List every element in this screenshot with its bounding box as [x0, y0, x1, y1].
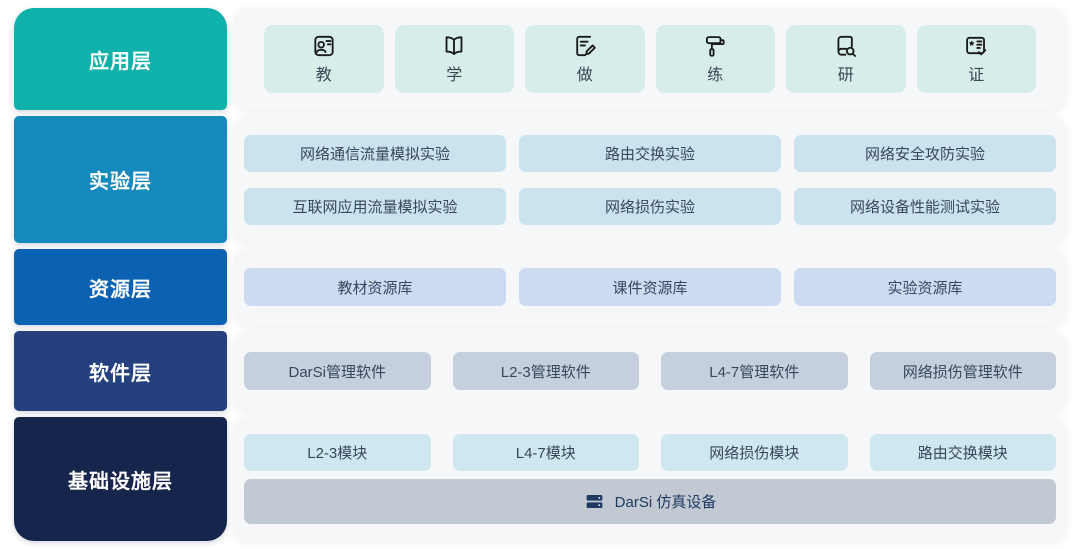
software-card: L4-7管理软件 — [661, 352, 848, 390]
software-layer-section: DarSi管理软件 L2-3管理软件 L4-7管理软件 网络损伤管理软件 — [234, 331, 1066, 411]
experiment-card: 网络安全攻防实验 — [794, 134, 1056, 172]
layer-label-application: 应用层 — [14, 8, 227, 110]
experiment-row-2: 互联网应用流量模拟实验 网络损伤实验 网络设备性能测试实验 — [244, 187, 1056, 225]
server-icon — [586, 495, 603, 508]
module-card: L4-7模块 — [452, 434, 639, 471]
open-book-icon — [445, 36, 463, 55]
layer-label-experiment: 实验层 — [14, 116, 227, 243]
app-card-do: 做 — [525, 25, 645, 93]
layer-content-stack: 教 学 做 — [234, 8, 1066, 541]
software-card: L2-3管理软件 — [452, 352, 639, 390]
certificate-check-icon — [966, 36, 987, 56]
app-card-label: 证 — [968, 67, 985, 84]
infrastructure-module-row: L2-3模块 L4-7模块 网络损伤模块 路由交换模块 — [244, 434, 1056, 471]
software-card: DarSi管理软件 — [244, 352, 431, 390]
paint-roller-icon — [706, 36, 725, 57]
experiment-card: 网络损伤实验 — [519, 187, 781, 225]
software-row: DarSi管理软件 L2-3管理软件 L4-7管理软件 网络损伤管理软件 — [244, 352, 1056, 390]
experiment-card: 互联网应用流量模拟实验 — [244, 187, 506, 225]
layer-label-rail: 应用层 实验层 资源层 软件层 基础设施层 — [14, 8, 227, 541]
resource-row: 教材资源库 课件资源库 实验资源库 — [244, 268, 1056, 306]
infrastructure-layer-section: L2-3模块 L4-7模块 网络损伤模块 路由交换模块 DarSi 仿真设备 — [234, 417, 1066, 541]
resource-layer-section: 教材资源库 课件资源库 实验资源库 — [234, 249, 1066, 325]
app-card-label: 做 — [576, 67, 593, 84]
app-card-learn: 学 — [394, 25, 514, 93]
app-card-practice: 练 — [655, 25, 775, 93]
app-card-teach: 教 — [264, 25, 384, 93]
edit-document-icon — [576, 35, 596, 57]
app-card-label: 练 — [707, 67, 724, 84]
experiment-card: 路由交换实验 — [519, 134, 781, 172]
layer-label-infrastructure: 基础设施层 — [14, 417, 227, 541]
layer-label-resource: 资源层 — [14, 249, 227, 325]
experiment-row-1: 网络通信流量模拟实验 路由交换实验 网络安全攻防实验 — [244, 134, 1056, 172]
simulation-device-bar: DarSi 仿真设备 — [244, 479, 1056, 524]
resource-card: 教材资源库 — [244, 268, 506, 306]
resource-card: 实验资源库 — [794, 268, 1056, 306]
application-layer-section: 教 学 做 — [234, 8, 1066, 110]
book-search-icon — [837, 35, 856, 57]
app-card-research: 研 — [786, 25, 906, 93]
software-card: 网络损伤管理软件 — [869, 352, 1056, 390]
module-card: L2-3模块 — [244, 434, 431, 471]
experiment-card: 网络通信流量模拟实验 — [244, 134, 506, 172]
resource-card: 课件资源库 — [519, 268, 781, 306]
module-card: 路由交换模块 — [869, 434, 1056, 471]
app-card-label: 研 — [837, 67, 854, 84]
app-card-label: 教 — [315, 67, 332, 84]
experiment-card: 网络设备性能测试实验 — [794, 187, 1056, 225]
app-card-label: 学 — [446, 67, 463, 84]
teacher-badge-icon — [314, 35, 334, 57]
app-card-certify: 证 — [916, 25, 1036, 93]
module-card: 网络损伤模块 — [661, 434, 848, 471]
experiment-layer-section: 网络通信流量模拟实验 路由交换实验 网络安全攻防实验 互联网应用流量模拟实验 网… — [234, 116, 1066, 243]
simulation-device-label: DarSi 仿真设备 — [614, 494, 717, 511]
layer-label-software: 软件层 — [14, 331, 227, 411]
